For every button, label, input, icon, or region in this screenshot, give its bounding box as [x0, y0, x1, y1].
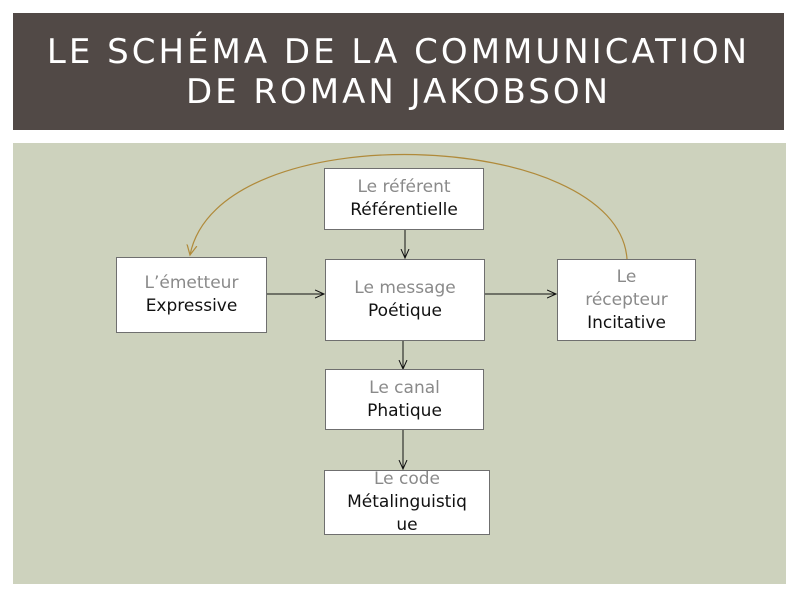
- diagram-connectors: [13, 153, 628, 584]
- diagram-area: Le référent Référentielle L’émetteur Exp…: [13, 143, 786, 584]
- message-label: Le message: [354, 278, 456, 298]
- referent-function: Référentielle: [350, 200, 458, 220]
- message-box: Le message Poétique: [325, 259, 485, 341]
- code-function-line-1: Métalinguistiq: [347, 492, 467, 512]
- referent-box: Le référent Référentielle: [324, 168, 484, 230]
- canal-function: Phatique: [367, 400, 442, 421]
- code-label: Le code: [373, 469, 441, 489]
- recepteur-label-line-1: Le: [616, 266, 637, 287]
- feedback-arrow: [190, 153, 628, 260]
- slide-title-line-2: DE ROMAN JAKOBSON: [185, 71, 612, 112]
- canal-label: Le canal: [369, 377, 440, 398]
- referent-label: Le référent: [357, 177, 451, 197]
- slide-title-line-1: LE SCHÉMA DE LA COMMUNICATION: [46, 31, 751, 72]
- code-box: Le code Métalinguistiq ue: [324, 469, 490, 535]
- emetteur-function: Expressive: [145, 296, 238, 316]
- recepteur-label-line-2: récepteur: [585, 289, 668, 310]
- recepteur-box: Le récepteur Incitative: [557, 259, 696, 341]
- canal-box: Le canal Phatique: [325, 369, 484, 430]
- code-function-line-2: ue: [396, 515, 418, 535]
- title-bar: LE SCHÉMA DE LA COMMUNICATION DE ROMAN J…: [13, 13, 784, 130]
- recepteur-function: Incitative: [587, 312, 666, 333]
- message-function: Poétique: [368, 301, 442, 321]
- emetteur-label: L’émetteur: [144, 273, 239, 293]
- emetteur-box: L’émetteur Expressive: [116, 257, 267, 333]
